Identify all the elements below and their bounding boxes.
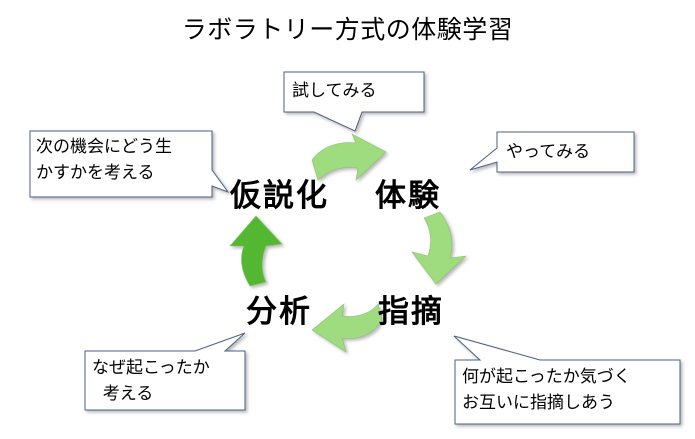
callout-why-text: なぜ起こったか 考える [92,358,210,404]
stage-point-out: 指摘 [378,294,444,330]
callout-try [283,71,425,132]
stage-analysis: 分析 [246,294,312,330]
callout-next-text: 次の機会にどう生かすかを考える [36,137,172,183]
callout-notice-text: 何が起こったか気づくお互いに指摘しあう [462,367,631,413]
arrow-point-out-to-analysis-icon [311,303,383,353]
arrow-experience-to-point-out-icon [411,211,467,285]
arrow-analysis-to-hypothesis-icon [229,215,283,287]
callout-do-text: やってみる [506,142,591,162]
callout-notice [453,335,681,425]
callout-next [29,130,230,198]
diagram-title: ラボラトリー方式の体験学習 [181,15,514,44]
callout-try-text: 試してみる [292,81,377,101]
arrow-hypothesis-to-experience-icon [311,133,387,181]
stage-hypothesis: 仮説化 [230,178,329,214]
callout-why [84,332,246,411]
callout-do [469,131,635,173]
stage-experience: 体験 [375,178,441,214]
